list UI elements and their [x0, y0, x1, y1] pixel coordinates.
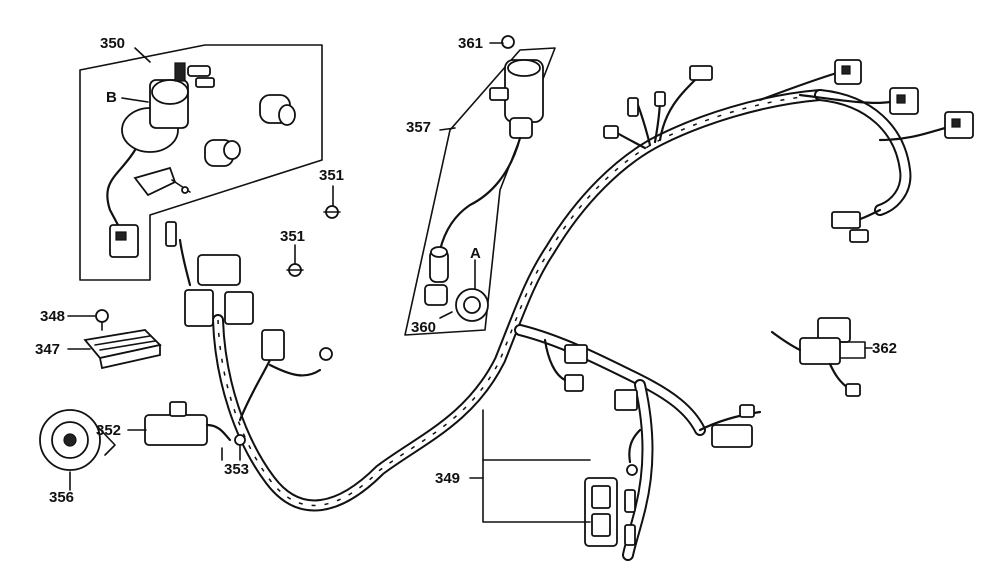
callout-360: 360 [411, 319, 437, 336]
leader-lines [67, 42, 873, 491]
callout-347: 347 [35, 341, 61, 358]
harness-leads [165, 59, 974, 546]
frame-350 [79, 44, 323, 281]
callout-362: 362 [872, 340, 898, 357]
relay-352 [144, 401, 232, 461]
callout-356: 356 [49, 489, 75, 506]
callout-b: B [106, 89, 117, 106]
flasher-362 [770, 317, 866, 397]
callout-349: 349 [435, 470, 461, 487]
lock-cylinders [204, 94, 296, 167]
bolt-348 [95, 309, 109, 331]
bolt-351-lower [286, 263, 304, 277]
switch-bracket [133, 166, 191, 197]
callout-351-lower: 351 [280, 228, 306, 245]
callout-361: 361 [458, 35, 484, 52]
callout-348: 348 [40, 308, 66, 325]
ignition-switch [106, 62, 215, 258]
callout-353: 353 [224, 461, 250, 478]
callout-350: 350 [100, 35, 126, 52]
fuse-box-349 [469, 409, 618, 547]
bolt-351-upper [323, 205, 341, 219]
main-harness [212, 89, 912, 561]
frame-357 [404, 47, 556, 336]
callout-352: 352 [96, 422, 122, 439]
callout-a: A [470, 245, 481, 262]
nut-353 [234, 434, 246, 446]
callout-357: 357 [406, 119, 432, 136]
regulator-347 [83, 329, 162, 370]
callout-351-upper: 351 [319, 167, 345, 184]
ignition-coil [424, 35, 544, 322]
horn-356 [39, 409, 116, 471]
